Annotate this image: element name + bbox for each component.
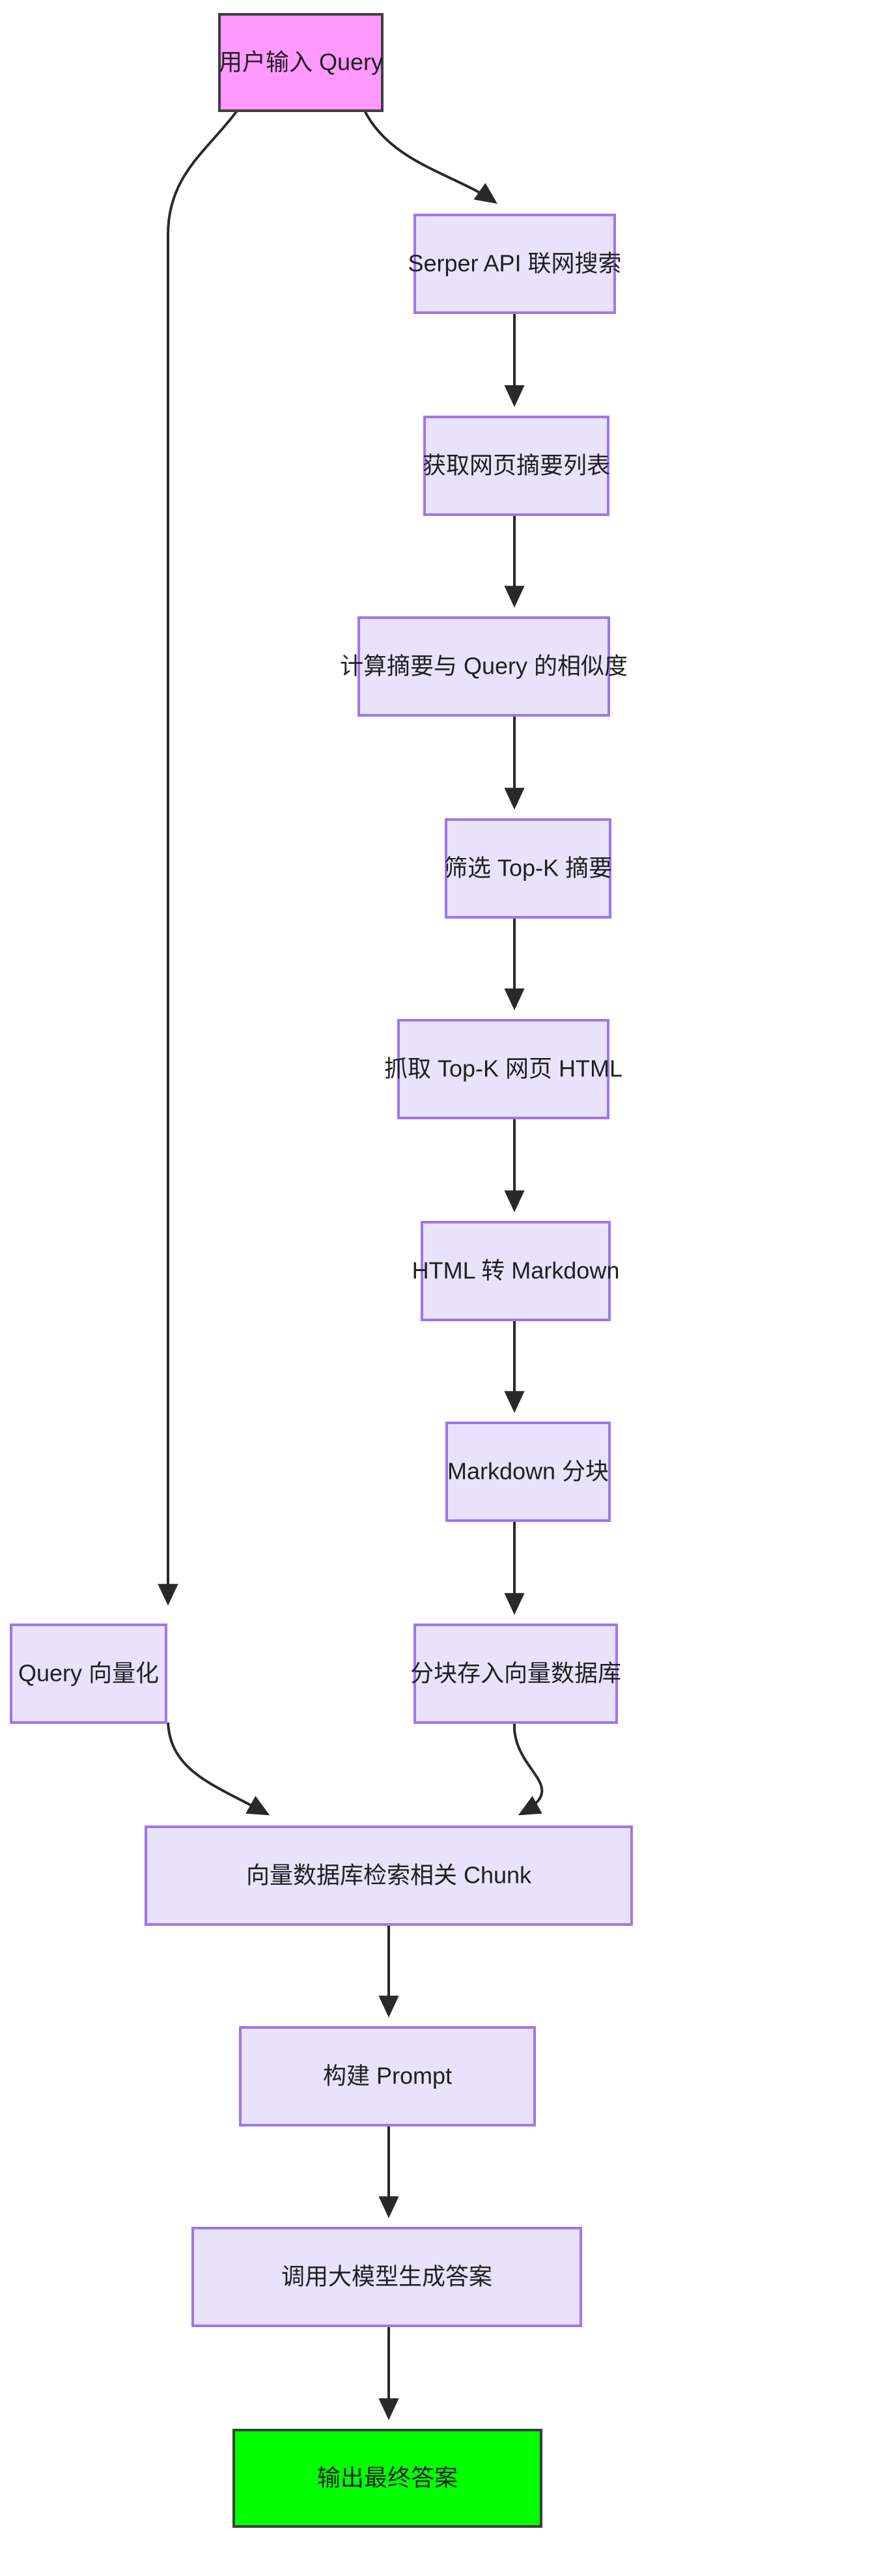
- edge-n1-to-n2: [363, 110, 497, 204]
- flow-node-n2[interactable]: Serper API 联网搜索: [408, 214, 622, 314]
- edges-layer: [158, 109, 544, 2420]
- node-box-n11[interactable]: [145, 1825, 633, 1926]
- flow-node-n1[interactable]: 用户输入 Query: [218, 13, 384, 112]
- node-box-n9[interactable]: [10, 1624, 167, 1724]
- node-label-n10: 分块存入向量数据库: [410, 1660, 621, 1687]
- flow-node-n9[interactable]: Query 向量化: [10, 1624, 167, 1724]
- node-box-n5[interactable]: [445, 818, 611, 919]
- flow-node-n4[interactable]: 计算摘要与 Query 的相似度: [340, 616, 628, 717]
- node-label-n9: Query 向量化: [18, 1660, 159, 1687]
- node-box-n10[interactable]: [413, 1624, 618, 1724]
- edge-n9-to-n11: [167, 1722, 270, 1816]
- flow-node-n6[interactable]: 抓取 Top-K 网页 HTML: [384, 1019, 622, 1119]
- node-label-n11: 向量数据库检索相关 Chunk: [246, 1862, 532, 1889]
- flow-node-n8[interactable]: Markdown 分块: [445, 1422, 611, 1522]
- node-box-n3[interactable]: [423, 416, 609, 516]
- node-box-n13[interactable]: [191, 2227, 582, 2327]
- node-label-n6: 抓取 Top-K 网页 HTML: [384, 1055, 622, 1082]
- flow-node-n14[interactable]: 输出最终答案: [232, 2429, 542, 2528]
- node-box-n1[interactable]: [218, 13, 384, 112]
- node-box-n14[interactable]: [232, 2429, 542, 2528]
- node-label-n5: 筛选 Top-K 摘要: [444, 855, 612, 881]
- node-label-n4: 计算摘要与 Query 的相似度: [340, 653, 628, 680]
- edge-n1-to-n9: [158, 109, 238, 1606]
- node-label-n12: 构建 Prompt: [323, 2063, 452, 2089]
- flow-node-n12[interactable]: 构建 Prompt: [239, 2026, 536, 2126]
- node-label-n7: HTML 转 Markdown: [412, 1257, 620, 1284]
- flow-node-n5[interactable]: 筛选 Top-K 摘要: [444, 818, 612, 919]
- node-label-n13: 调用大模型生成答案: [281, 2263, 492, 2290]
- edge-n10-to-n11: [512, 1722, 544, 1816]
- node-box-n4[interactable]: [357, 616, 610, 717]
- node-box-n7[interactable]: [421, 1221, 611, 1321]
- flow-node-n3[interactable]: 获取网页摘要列表: [423, 416, 610, 516]
- node-box-n2[interactable]: [413, 214, 616, 314]
- flow-node-n10[interactable]: 分块存入向量数据库: [410, 1624, 621, 1724]
- node-label-n14: 输出最终答案: [317, 2465, 458, 2491]
- node-label-n1: 用户输入 Query: [219, 49, 383, 76]
- node-label-n8: Markdown 分块: [447, 1458, 609, 1485]
- flow-node-n7[interactable]: HTML 转 Markdown: [412, 1221, 620, 1321]
- node-label-n3: 获取网页摘要列表: [423, 452, 610, 479]
- node-box-n6[interactable]: [397, 1019, 609, 1119]
- node-box-n12[interactable]: [239, 2026, 536, 2126]
- node-box-n8[interactable]: [445, 1422, 611, 1522]
- flow-node-n11[interactable]: 向量数据库检索相关 Chunk: [145, 1825, 633, 1926]
- flow-node-n13[interactable]: 调用大模型生成答案: [191, 2227, 582, 2327]
- node-label-n2: Serper API 联网搜索: [408, 250, 621, 277]
